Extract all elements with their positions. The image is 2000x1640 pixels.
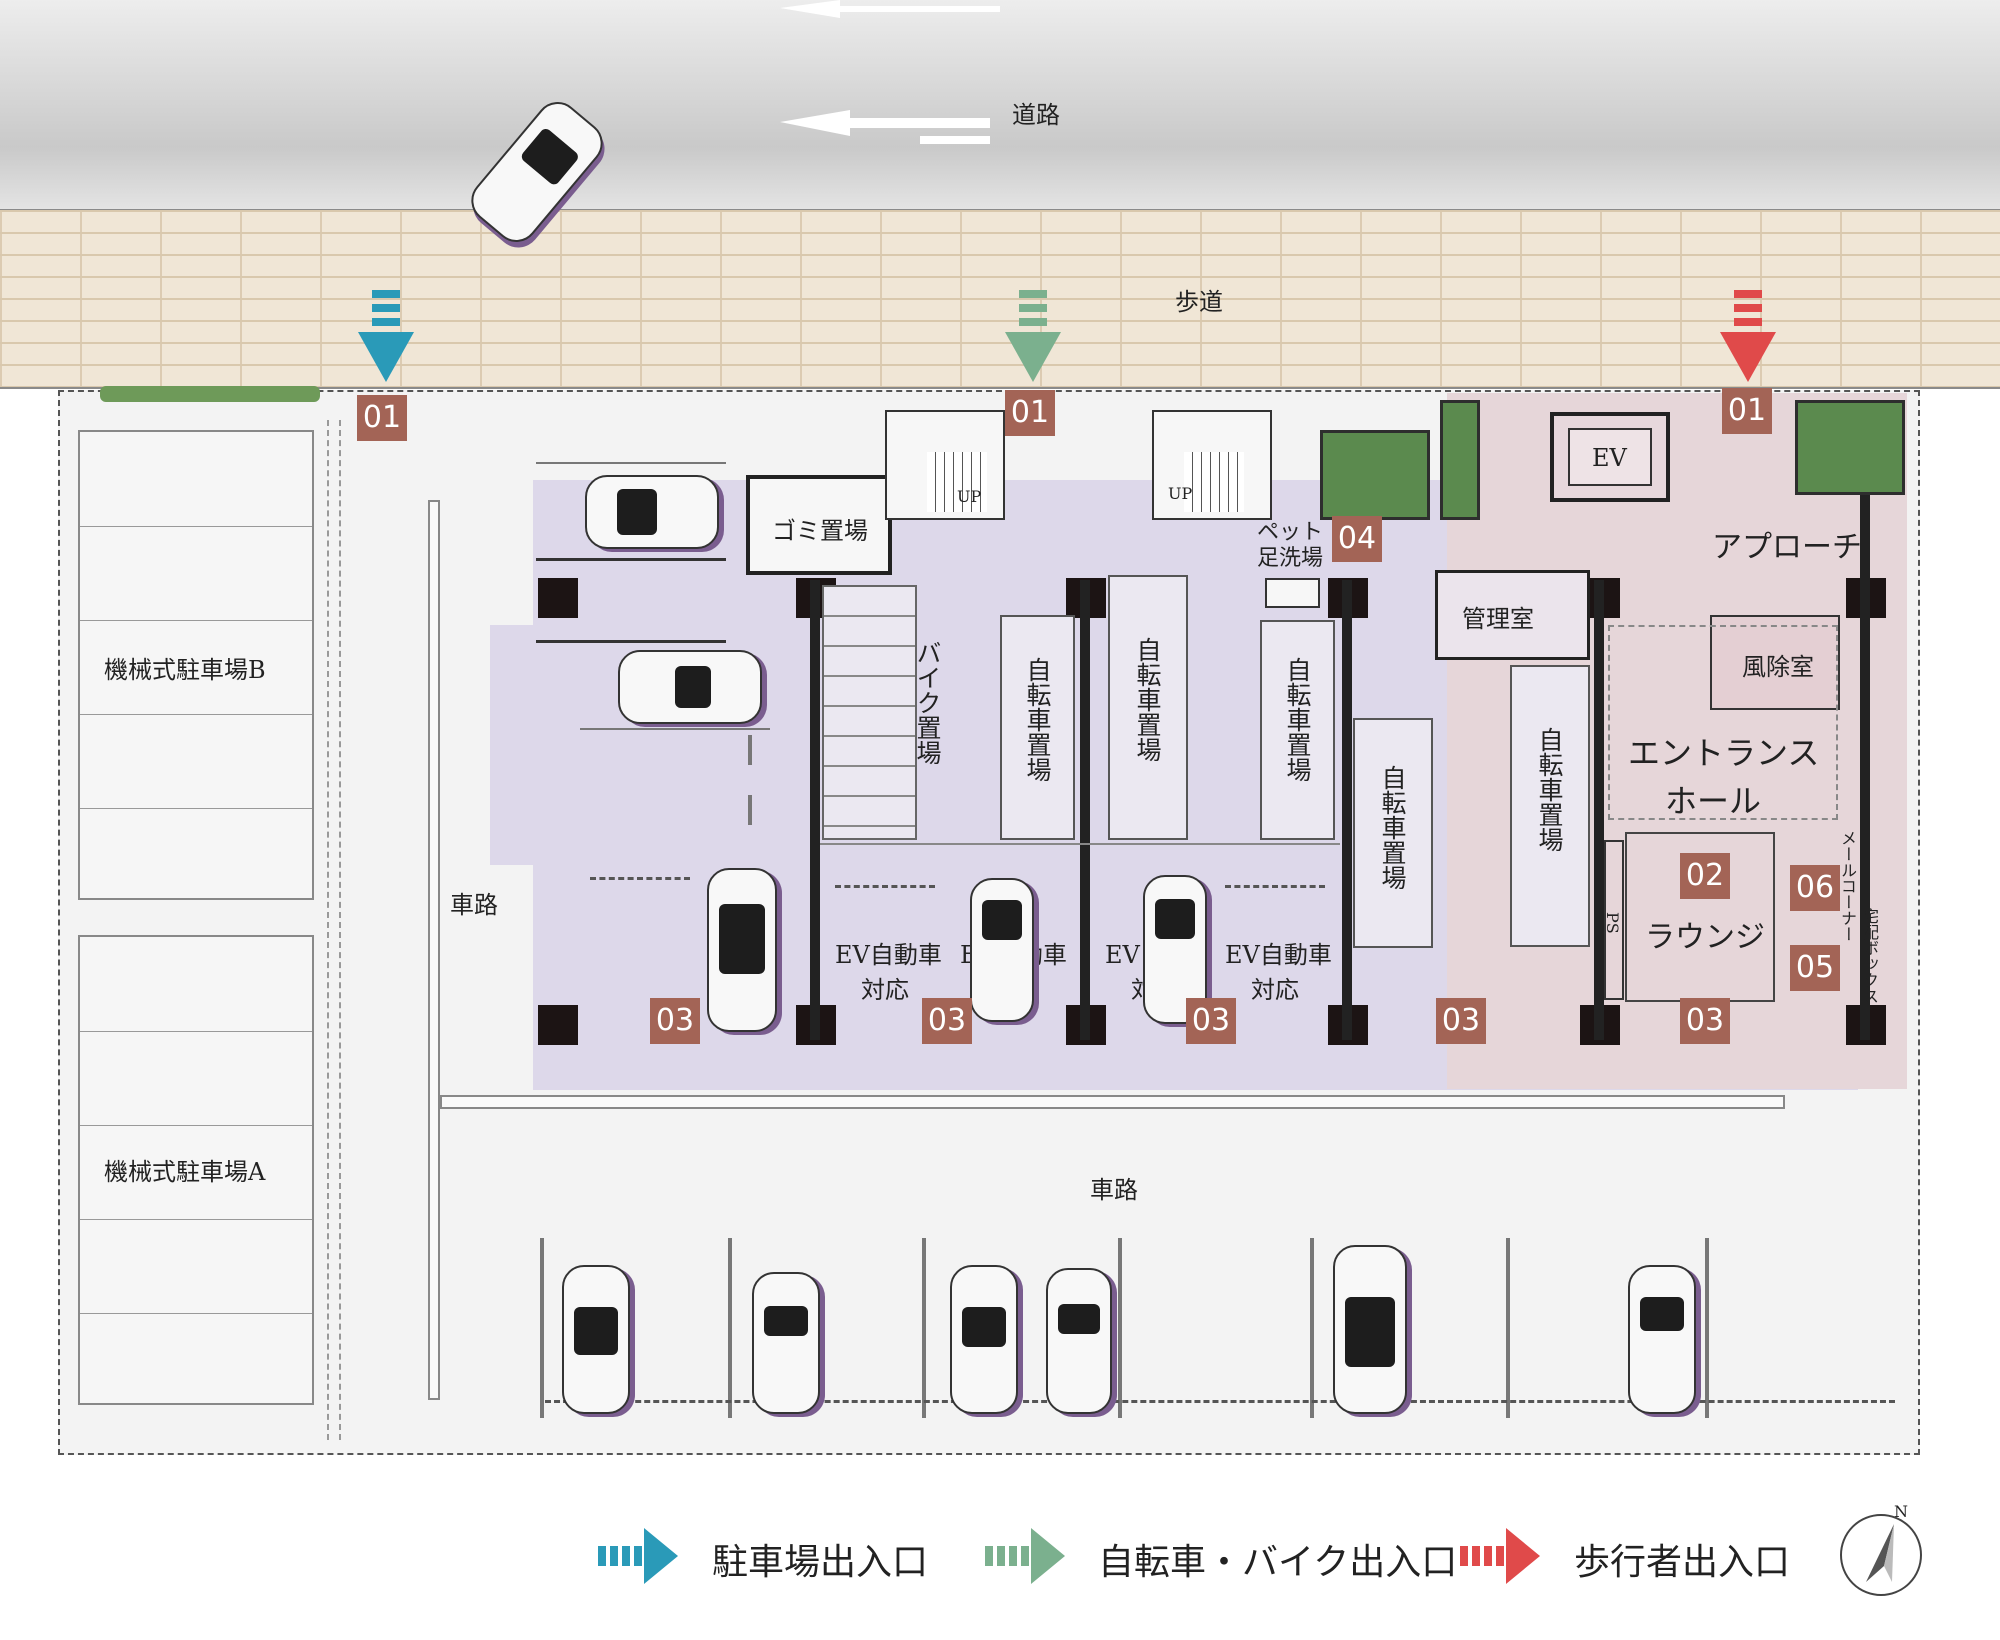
curb-line: [0, 387, 2000, 389]
road-label: 道路: [1012, 101, 1060, 129]
windbreak-label: 風除室: [1742, 653, 1814, 681]
legend-parking-arrow-icon: [598, 1528, 678, 1584]
pet-wash-label: ペット 足洗場: [1256, 520, 1323, 571]
badge-entrance-pedestrian: 01: [1722, 388, 1772, 434]
garbage-label: ゴミ置場: [772, 517, 868, 545]
planter: [1320, 430, 1430, 520]
bicycle-storage-label: 自転車置場: [1133, 637, 1162, 762]
bicycle-storage-1: 自転車置場: [1000, 615, 1075, 840]
parked-car: [1628, 1265, 1696, 1414]
driveway-left-label: 車路: [450, 891, 498, 919]
badge-delivery-box: 05: [1790, 945, 1840, 991]
motorcycle-storage-label: バイク置場: [913, 640, 942, 765]
lounge-label: ラウンジ: [1645, 920, 1765, 955]
road-arrow-left-icon: [780, 0, 1000, 18]
approach-label: アプローチ: [1712, 530, 1862, 565]
ps-label: PS: [1603, 912, 1622, 934]
badge-entrance-bike: 01: [1005, 390, 1055, 436]
parked-car: [950, 1265, 1018, 1414]
badge-ev-parking: 03: [1436, 998, 1486, 1044]
bicycle-storage-2: 自転車置場: [1108, 575, 1188, 840]
badge-ev-parking: 03: [1186, 998, 1236, 1044]
entrance-hall-label: エントランス: [1628, 734, 1820, 772]
planter: [1795, 400, 1905, 495]
parked-car: [970, 878, 1034, 1022]
badge-ev-parking: 03: [650, 998, 700, 1044]
stairs-up-label: UP: [1168, 484, 1193, 503]
north-compass-icon: [1840, 1514, 1922, 1596]
hedge: [100, 386, 320, 402]
bicycle-storage-label: 自転車置場: [1023, 657, 1052, 782]
driveway-bottom-label: 車路: [1090, 1176, 1138, 1204]
legend-bike-arrow-icon: [985, 1528, 1065, 1584]
ps-shaft: PS: [1603, 840, 1624, 1000]
pet-wash-basin: [1265, 578, 1320, 608]
legend-bike-label: 自転車・バイク出入口: [1098, 1542, 1458, 1583]
ev-car-space-label: EV自動車対応: [1225, 941, 1332, 1004]
mech-parking-a: 機械式駐車場A: [78, 935, 314, 1405]
delivery-box-label: 宅配ボックス: [1860, 908, 1879, 1004]
mech-parking-a-label: 機械式駐車場A: [104, 1158, 266, 1186]
bicycle-storage-5: 自転車置場: [1510, 665, 1590, 947]
badge-pet-wash: 04: [1332, 516, 1382, 562]
mech-parking-b: 機械式駐車場B: [78, 430, 314, 900]
road-area: 道路: [0, 0, 2000, 210]
badge-mail-corner: 06: [1790, 865, 1840, 911]
stairs-up-label: UP: [957, 487, 982, 506]
bicycle-storage-4: 自転車置場: [1353, 718, 1433, 948]
sidewalk-label: 歩道: [1175, 288, 1223, 316]
building-interior: [490, 625, 560, 865]
bicycle-storage-3: 自転車置場: [1260, 620, 1335, 840]
planter: [1440, 400, 1480, 520]
bicycle-storage-label: 自転車置場: [1535, 727, 1564, 852]
pedestrian-entrance-arrow-icon: [1720, 290, 1776, 382]
parked-car: [585, 475, 719, 549]
elevator-label: EV: [1592, 444, 1627, 472]
driveway-divider: [440, 1095, 1785, 1109]
bicycle-storage-label: 自転車置場: [1378, 765, 1407, 890]
mech-parking-b-label: 機械式駐車場B: [104, 656, 266, 684]
road-arrow-left-icon: [780, 110, 990, 144]
driveway-divider: [428, 500, 440, 1400]
stairs-1: UP: [885, 410, 1005, 520]
column: [538, 578, 578, 618]
parked-car: [562, 1265, 630, 1414]
ev-car-space-label: EV自動車対応: [835, 941, 942, 1004]
north-label: N: [1894, 1502, 1908, 1521]
badge-entrance-parking: 01: [357, 395, 407, 441]
legend-pedestrian-arrow-icon: [1460, 1528, 1540, 1584]
garbage-room: ゴミ置場: [746, 475, 892, 575]
parked-car: [618, 650, 762, 724]
parked-car: [1333, 1245, 1407, 1414]
legend-parking-label: 駐車場出入口: [712, 1542, 929, 1583]
column: [538, 1005, 578, 1045]
manager-room: 管理室: [1435, 570, 1590, 660]
entrance-hall: [1608, 625, 1838, 820]
motorcycle-storage: [822, 585, 917, 840]
mech-parking-rail: [327, 420, 341, 1440]
elevator: EV: [1550, 412, 1670, 502]
bicycle-storage-label: 自転車置場: [1283, 657, 1312, 782]
parked-car: [1143, 875, 1207, 1024]
bike-entrance-arrow-icon: [1005, 290, 1061, 382]
badge-ev-parking: 03: [1680, 998, 1730, 1044]
legend-pedestrian-label: 歩行者出入口: [1574, 1542, 1791, 1583]
entrance-hall-label: ホール: [1665, 782, 1762, 820]
badge-lounge: 02: [1680, 853, 1730, 899]
sidewalk-area: 歩道: [0, 210, 2000, 388]
badge-ev-parking: 03: [922, 998, 972, 1044]
windbreak-room: 風除室: [1710, 615, 1840, 710]
manager-room-label: 管理室: [1462, 605, 1534, 633]
parked-car: [707, 868, 777, 1032]
parking-entrance-arrow-icon: [358, 290, 414, 382]
stairs-2: UP: [1152, 410, 1272, 520]
parked-car: [1046, 1268, 1112, 1414]
mail-corner-label: メールコーナー: [1838, 830, 1857, 942]
parked-car: [752, 1272, 820, 1414]
